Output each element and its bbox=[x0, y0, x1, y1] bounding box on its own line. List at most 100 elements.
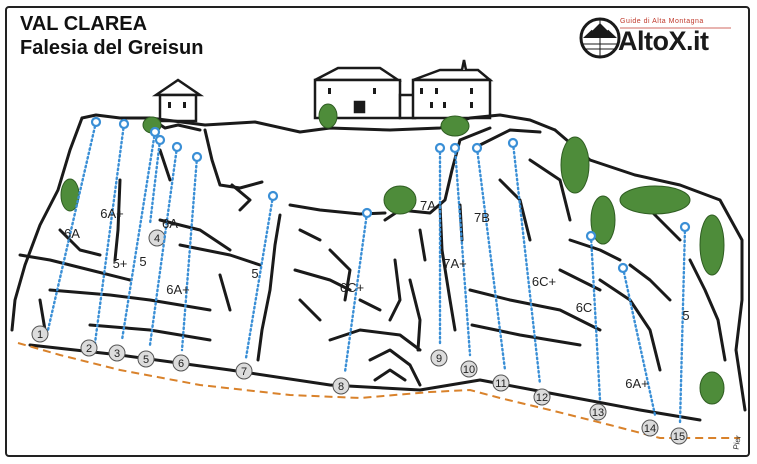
anchor-icon bbox=[118, 118, 130, 130]
anchor-icon bbox=[679, 221, 691, 233]
route-number: 14 bbox=[644, 423, 656, 435]
route-line bbox=[148, 138, 162, 226]
anchor-icon bbox=[361, 207, 373, 219]
route-number-badge bbox=[641, 419, 659, 437]
route-13: 13 6C bbox=[576, 230, 607, 421]
crag-name-title: Falesia del Greisun bbox=[20, 37, 204, 59]
route-number: 4 bbox=[154, 233, 160, 245]
route-grade: 7B bbox=[474, 210, 490, 225]
route-number: 15 bbox=[673, 431, 685, 443]
route-number-badge bbox=[235, 362, 253, 380]
route-number: 3 bbox=[114, 348, 120, 360]
route-grade: 6A bbox=[162, 216, 178, 231]
logo-tagline: Guide di Alta Montagna bbox=[620, 18, 704, 25]
route-number-badge bbox=[31, 325, 49, 343]
route-line bbox=[244, 194, 275, 360]
route-grade: 6A+ bbox=[100, 206, 124, 221]
route-number: 13 bbox=[592, 407, 604, 419]
route-line bbox=[475, 146, 507, 372]
route-grade: 5+ bbox=[113, 256, 128, 271]
route-number-badge bbox=[589, 403, 607, 421]
route-12: 12 6C+ bbox=[507, 137, 556, 406]
route-10: 10 7A+ bbox=[443, 142, 478, 378]
route-grade: 5 bbox=[251, 266, 258, 281]
route-number: 10 bbox=[463, 364, 475, 376]
route-number: 12 bbox=[536, 392, 548, 404]
route-14: 14 6A+ bbox=[617, 262, 659, 437]
route-number-badge bbox=[172, 354, 190, 372]
route-3: 3 5+ bbox=[108, 126, 161, 362]
route-7: 75 bbox=[235, 190, 279, 380]
route-number-badge bbox=[80, 339, 98, 357]
route-number-badge bbox=[137, 350, 155, 368]
route-grade: 5 bbox=[139, 254, 146, 269]
route-15: 15 5 bbox=[670, 221, 691, 445]
cliff-outline bbox=[10, 113, 747, 422]
route-grade: 7A bbox=[420, 198, 436, 213]
route-line bbox=[93, 122, 126, 345]
route-11: 11 7B bbox=[471, 142, 510, 392]
route-number: 2 bbox=[86, 343, 92, 355]
anchor-icon bbox=[154, 134, 166, 146]
route-number-badge bbox=[533, 388, 551, 406]
route-number: 6 bbox=[178, 358, 184, 370]
anchor-icon bbox=[171, 141, 183, 153]
route-line bbox=[148, 145, 179, 347]
route-grade: 6C bbox=[576, 300, 593, 315]
route-grade: 6A+ bbox=[625, 376, 649, 391]
anchor-icon bbox=[434, 142, 446, 154]
route-2: 2 6A+ bbox=[80, 118, 130, 357]
route-4: 45 bbox=[139, 134, 166, 269]
route-number-badge bbox=[332, 377, 350, 395]
anchor-icon bbox=[449, 142, 461, 154]
route-line bbox=[180, 155, 199, 352]
anchor-icon bbox=[507, 137, 519, 149]
route-grade: 6C+ bbox=[340, 280, 364, 295]
route-number: 11 bbox=[495, 378, 506, 390]
anchor-icon bbox=[617, 262, 629, 274]
route-grade: 6C+ bbox=[532, 274, 556, 289]
route-grade: 7A+ bbox=[443, 256, 467, 271]
route-line bbox=[621, 266, 657, 417]
frame bbox=[5, 6, 750, 457]
route-5: 5 6A bbox=[137, 141, 183, 368]
anchor-icon bbox=[471, 142, 483, 154]
route-grade: 6A+ bbox=[166, 282, 190, 297]
routes-layer: 16A26A+35+4556A66A+7586C+97A107A+117B126… bbox=[31, 116, 691, 445]
chapel-building bbox=[313, 59, 494, 120]
anchor-icon bbox=[149, 126, 161, 138]
vegetation bbox=[60, 103, 725, 405]
route-number: 8 bbox=[338, 381, 344, 393]
route-line bbox=[511, 141, 542, 386]
anchor-icon bbox=[585, 230, 597, 242]
route-line bbox=[120, 130, 157, 342]
route-line bbox=[46, 120, 98, 332]
route-line bbox=[343, 211, 369, 374]
logo-name: AltoX.it bbox=[618, 26, 709, 56]
route-grade: 5 bbox=[682, 308, 689, 323]
route-number-badge bbox=[670, 427, 688, 445]
approach-path bbox=[17, 342, 740, 439]
route-number: 5 bbox=[143, 354, 149, 366]
route-number-badge bbox=[460, 360, 478, 378]
hut-building bbox=[151, 78, 205, 123]
route-line bbox=[453, 146, 472, 357]
route-grade: 6A bbox=[64, 226, 80, 241]
crag-valley-title: VAL CLAREA bbox=[20, 13, 148, 35]
route-number: 9 bbox=[436, 353, 442, 365]
route-number-badge bbox=[430, 349, 448, 367]
route-line bbox=[589, 234, 602, 402]
anchor-icon bbox=[90, 116, 102, 128]
anchor-icon bbox=[191, 151, 203, 163]
route-number: 1 bbox=[37, 329, 43, 341]
logo-globe-icon bbox=[579, 17, 621, 59]
route-line bbox=[678, 225, 687, 425]
route-1: 1 6A bbox=[31, 116, 102, 343]
route-9: 9 7A bbox=[420, 142, 448, 367]
route-number-badge bbox=[108, 344, 126, 362]
route-8: 8 6C+ bbox=[332, 207, 373, 395]
route-number-badge bbox=[492, 374, 510, 392]
route-6: 6 6A+ bbox=[166, 151, 203, 372]
